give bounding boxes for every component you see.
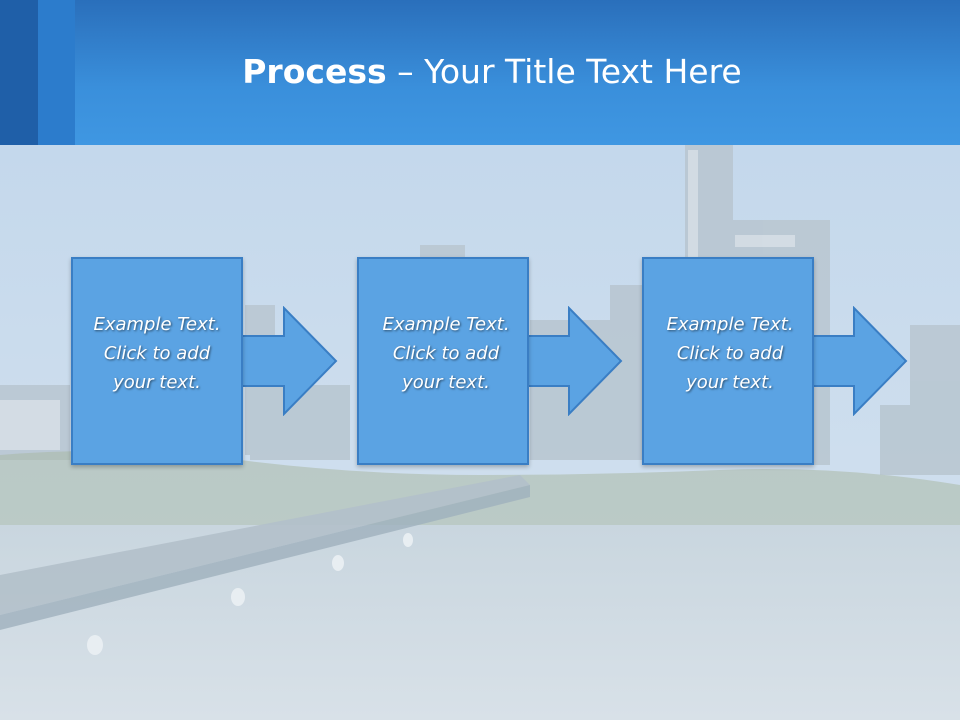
step-text-line: Click to add [676, 343, 784, 364]
step-text-line: your text. [113, 372, 201, 393]
arrow-right-icon [811, 306, 908, 416]
arrow-right-icon [526, 306, 623, 416]
step-box[interactable] [71, 257, 243, 465]
step-text[interactable]: Example Text. Click to add your text. [71, 310, 243, 397]
step-text-line: Click to add [103, 343, 211, 364]
title-bar-stripe-dark [0, 0, 38, 145]
step-text-line: Example Text. [93, 314, 221, 335]
step-text-line: Click to add [392, 343, 500, 364]
step-text-line: Example Text. [382, 314, 510, 335]
slide-title-bold: Process [242, 52, 387, 91]
step-text-line: Example Text. [666, 314, 794, 335]
arrow-right-icon [241, 306, 338, 416]
title-bar-stripe-mid [38, 0, 75, 145]
step-text-line: your text. [686, 372, 774, 393]
step-box[interactable] [357, 257, 529, 465]
step-box[interactable] [642, 257, 814, 465]
step-text[interactable]: Example Text. Click to add your text. [644, 310, 816, 397]
slide-title[interactable]: Process – Your Title Text Here [0, 52, 960, 91]
title-bar: Process – Your Title Text Here [0, 0, 960, 145]
slide-title-rest: – Your Title Text Here [386, 52, 742, 91]
step-text[interactable]: Example Text. Click to add your text. [360, 310, 532, 397]
step-text-line: your text. [402, 372, 490, 393]
